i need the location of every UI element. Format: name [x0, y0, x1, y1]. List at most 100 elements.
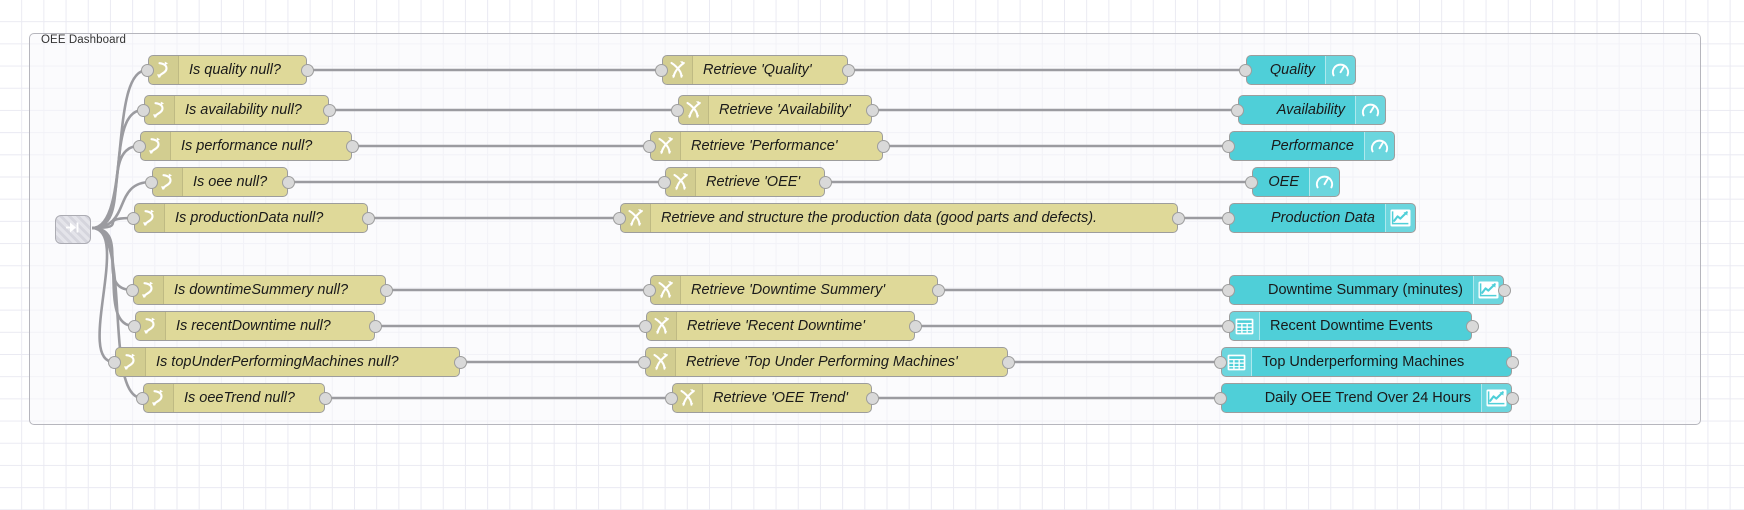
change-node-label-oee: Retrieve 'OEE' — [706, 174, 801, 190]
change-node-performance[interactable]: Retrieve 'Performance' — [650, 131, 883, 161]
change-input-port-oee-trend[interactable] — [665, 391, 678, 405]
dashboard-input-port-quality[interactable] — [1239, 63, 1252, 77]
dashboard-node-recent-downtime[interactable]: Recent Downtime Events — [1229, 311, 1472, 341]
switch-input-port-top-underperforming[interactable] — [108, 355, 121, 369]
switch-node-label-oee-trend: Is oeeTrend null? — [184, 390, 295, 406]
dashboard-input-port-production-data[interactable] — [1222, 211, 1235, 225]
switch-node-recent-downtime[interactable]: Is recentDowntime null? — [135, 311, 375, 341]
dashboard-node-label-production-data: Production Data — [1271, 210, 1375, 226]
dashboard-node-label-performance: Performance — [1270, 138, 1354, 154]
switch-output-port-availability[interactable] — [323, 103, 336, 117]
change-node-recent-downtime[interactable]: Retrieve 'Recent Downtime' — [646, 311, 915, 341]
change-node-quality[interactable]: Retrieve 'Quality' — [662, 55, 848, 85]
dashboard-node-performance[interactable]: Performance — [1229, 131, 1395, 161]
dashboard-input-port-recent-downtime[interactable] — [1222, 319, 1235, 333]
switch-input-port-oee-trend[interactable] — [136, 391, 149, 405]
switch-node-oee-trend[interactable]: Is oeeTrend null? — [143, 383, 325, 413]
change-input-port-performance[interactable] — [643, 139, 656, 153]
change-input-port-production-data[interactable] — [613, 211, 626, 225]
switch-node-quality[interactable]: Is quality null? — [148, 55, 307, 85]
source-link-in-node[interactable] — [55, 215, 91, 244]
dashboard-output-port-downtime-summary[interactable] — [1498, 283, 1511, 297]
change-icon — [663, 56, 693, 84]
switch-icon — [136, 312, 166, 340]
change-output-port-oee-trend[interactable] — [866, 391, 879, 405]
switch-node-top-underperforming[interactable]: Is topUnderPerformingMachines null? — [115, 347, 460, 377]
change-input-port-downtime-summary[interactable] — [643, 283, 656, 297]
dashboard-output-port-oee-trend[interactable] — [1506, 391, 1519, 405]
dashboard-output-port-recent-downtime[interactable] — [1466, 319, 1479, 333]
dashboard-node-oee-trend[interactable]: Daily OEE Trend Over 24 Hours — [1221, 383, 1512, 413]
switch-input-port-recent-downtime[interactable] — [128, 319, 141, 333]
change-node-oee[interactable]: Retrieve 'OEE' — [665, 167, 825, 197]
change-output-port-oee[interactable] — [819, 175, 832, 189]
switch-output-port-oee-trend[interactable] — [319, 391, 332, 405]
switch-output-port-production-data[interactable] — [362, 211, 375, 225]
change-node-label-downtime-summary: Retrieve 'Downtime Summery' — [691, 282, 886, 298]
change-node-downtime-summary[interactable]: Retrieve 'Downtime Summery' — [650, 275, 938, 305]
dashboard-node-availability[interactable]: Availability — [1238, 95, 1386, 125]
gauge-icon — [1364, 132, 1394, 160]
change-input-port-quality[interactable] — [655, 63, 668, 77]
switch-node-label-quality: Is quality null? — [189, 62, 281, 78]
dashboard-input-port-performance[interactable] — [1222, 139, 1235, 153]
switch-node-label-top-underperforming: Is topUnderPerformingMachines null? — [156, 354, 399, 370]
change-node-production-data[interactable]: Retrieve and structure the production da… — [620, 203, 1178, 233]
switch-input-port-production-data[interactable] — [127, 211, 140, 225]
switch-node-label-downtime-summary: Is downtimeSummery null? — [174, 282, 349, 298]
dashboard-node-label-quality: Quality — [1269, 62, 1315, 78]
dashboard-input-port-downtime-summary[interactable] — [1222, 283, 1235, 297]
change-icon — [666, 168, 696, 196]
change-node-label-recent-downtime: Retrieve 'Recent Downtime' — [687, 318, 865, 334]
dashboard-input-port-top-underperforming[interactable] — [1214, 355, 1227, 369]
table-icon — [1222, 348, 1252, 376]
dashboard-node-label-downtime-summary: Downtime Summary (minutes) — [1268, 282, 1463, 298]
switch-output-port-performance[interactable] — [346, 139, 359, 153]
change-output-port-recent-downtime[interactable] — [909, 319, 922, 333]
chart-line-icon — [1385, 204, 1415, 232]
change-input-port-oee[interactable] — [658, 175, 671, 189]
change-node-label-top-underperforming: Retrieve 'Top Under Performing Machines' — [686, 354, 958, 370]
change-node-oee-trend[interactable]: Retrieve 'OEE Trend' — [672, 383, 872, 413]
switch-icon — [145, 96, 175, 124]
change-output-port-top-underperforming[interactable] — [1002, 355, 1015, 369]
dashboard-input-port-availability[interactable] — [1231, 103, 1244, 117]
switch-input-port-availability[interactable] — [137, 103, 150, 117]
dashboard-output-port-top-underperforming[interactable] — [1506, 355, 1519, 369]
change-output-port-quality[interactable] — [842, 63, 855, 77]
switch-input-port-quality[interactable] — [141, 63, 154, 77]
dashboard-node-quality[interactable]: Quality — [1246, 55, 1356, 85]
change-node-availability[interactable]: Retrieve 'Availability' — [678, 95, 872, 125]
switch-output-port-top-underperforming[interactable] — [454, 355, 467, 369]
dashboard-node-production-data[interactable]: Production Data — [1229, 203, 1416, 233]
dashboard-input-port-oee[interactable] — [1245, 175, 1258, 189]
dashboard-node-oee[interactable]: OEE — [1252, 167, 1340, 197]
change-output-port-production-data[interactable] — [1172, 211, 1185, 225]
change-input-port-availability[interactable] — [671, 103, 684, 117]
change-input-port-top-underperforming[interactable] — [638, 355, 651, 369]
switch-output-port-oee[interactable] — [282, 175, 295, 189]
change-output-port-availability[interactable] — [866, 103, 879, 117]
switch-output-port-quality[interactable] — [301, 63, 314, 77]
change-icon — [673, 384, 703, 412]
change-icon — [646, 348, 676, 376]
switch-node-production-data[interactable]: Is productionData null? — [134, 203, 368, 233]
change-node-top-underperforming[interactable]: Retrieve 'Top Under Performing Machines' — [645, 347, 1008, 377]
dashboard-input-port-oee-trend[interactable] — [1214, 391, 1227, 405]
switch-node-downtime-summary[interactable]: Is downtimeSummery null? — [133, 275, 386, 305]
switch-output-port-downtime-summary[interactable] — [380, 283, 393, 297]
switch-node-availability[interactable]: Is availability null? — [144, 95, 329, 125]
switch-node-oee[interactable]: Is oee null? — [152, 167, 288, 197]
change-output-port-downtime-summary[interactable] — [932, 283, 945, 297]
dashboard-node-top-underperforming[interactable]: Top Underperforming Machines — [1221, 347, 1512, 377]
change-output-port-performance[interactable] — [877, 139, 890, 153]
change-input-port-recent-downtime[interactable] — [639, 319, 652, 333]
switch-node-performance[interactable]: Is performance null? — [140, 131, 352, 161]
switch-output-port-recent-downtime[interactable] — [369, 319, 382, 333]
dashboard-node-downtime-summary[interactable]: Downtime Summary (minutes) — [1229, 275, 1504, 305]
switch-input-port-performance[interactable] — [133, 139, 146, 153]
switch-input-port-oee[interactable] — [145, 175, 158, 189]
switch-input-port-downtime-summary[interactable] — [126, 283, 139, 297]
change-node-label-oee-trend: Retrieve 'OEE Trend' — [713, 390, 849, 406]
